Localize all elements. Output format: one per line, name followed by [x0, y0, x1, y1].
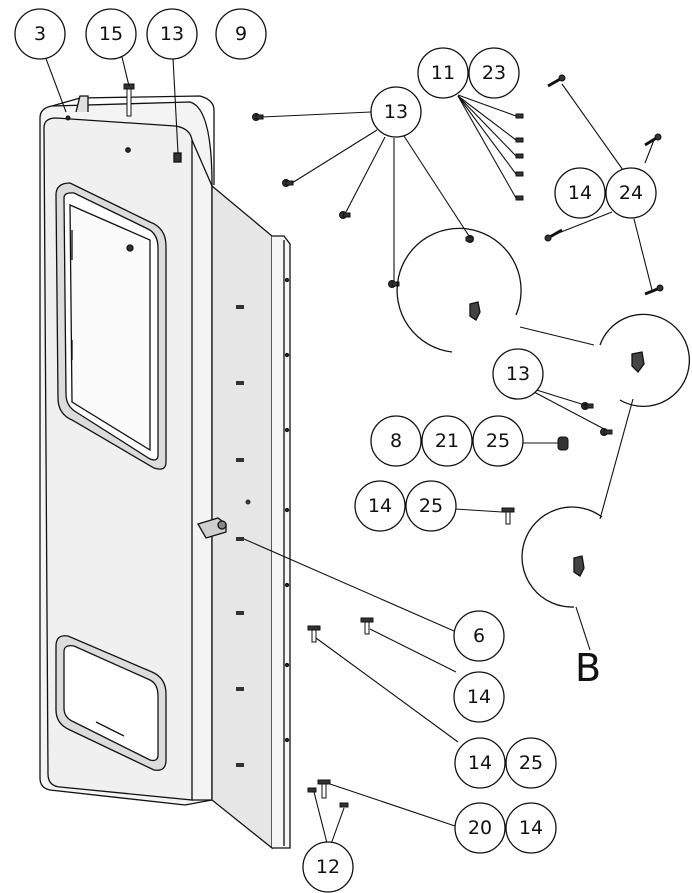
svg-text:13: 13 — [160, 23, 184, 45]
callout-15: 15 — [85, 8, 137, 60]
svg-text:14: 14 — [468, 752, 492, 774]
svg-text:3: 3 — [34, 23, 46, 45]
door-panel — [39, 95, 215, 806]
svg-text:21: 21 — [435, 430, 459, 452]
svg-text:25: 25 — [419, 495, 443, 517]
view-label-b: B — [575, 646, 601, 690]
svg-text:13: 13 — [384, 101, 408, 123]
callout-13: 13 — [370, 86, 422, 138]
svg-text:11: 11 — [431, 62, 455, 84]
callout-20: 20 — [454, 802, 506, 854]
svg-text:14: 14 — [519, 817, 543, 839]
callout-14: 14 — [354, 480, 406, 532]
detail-views — [396, 227, 690, 608]
callout-25: 25 — [505, 737, 557, 789]
callout-balloons: 3 15 13 9 11 23 13 14 24 13 8 21 25 14 2… — [14, 8, 657, 893]
callout-14: 14 — [453, 671, 505, 723]
svg-text:25: 25 — [486, 430, 510, 452]
svg-text:13: 13 — [506, 363, 530, 385]
callout-14: 14 — [505, 802, 557, 854]
svg-text:20: 20 — [468, 817, 492, 839]
side-rail — [197, 184, 291, 850]
callout-8: 8 — [370, 415, 422, 467]
callout-23: 23 — [468, 47, 520, 99]
svg-text:8: 8 — [390, 430, 402, 452]
callout-24: 24 — [605, 167, 657, 219]
callout-21: 21 — [421, 415, 473, 467]
svg-text:14: 14 — [467, 686, 491, 708]
svg-text:12: 12 — [316, 856, 340, 878]
callout-13: 13 — [146, 8, 198, 60]
svg-text:25: 25 — [519, 752, 543, 774]
svg-text:14: 14 — [568, 182, 592, 204]
callout-14: 14 — [554, 167, 606, 219]
svg-text:9: 9 — [235, 23, 247, 45]
svg-text:6: 6 — [473, 625, 485, 647]
svg-text:23: 23 — [482, 62, 506, 84]
svg-text:14: 14 — [368, 495, 392, 517]
callout-12: 12 — [302, 841, 354, 893]
svg-text:15: 15 — [99, 23, 123, 45]
callout-9: 9 — [215, 8, 267, 60]
callout-25: 25 — [472, 415, 524, 467]
callout-13: 13 — [492, 348, 544, 400]
svg-text:24: 24 — [619, 182, 643, 204]
leader-lines — [44, 55, 655, 848]
callout-3: 3 — [14, 8, 66, 60]
callout-6: 6 — [453, 610, 505, 662]
callout-14: 14 — [454, 737, 506, 789]
callout-11: 11 — [417, 47, 469, 99]
callout-25: 25 — [405, 480, 457, 532]
